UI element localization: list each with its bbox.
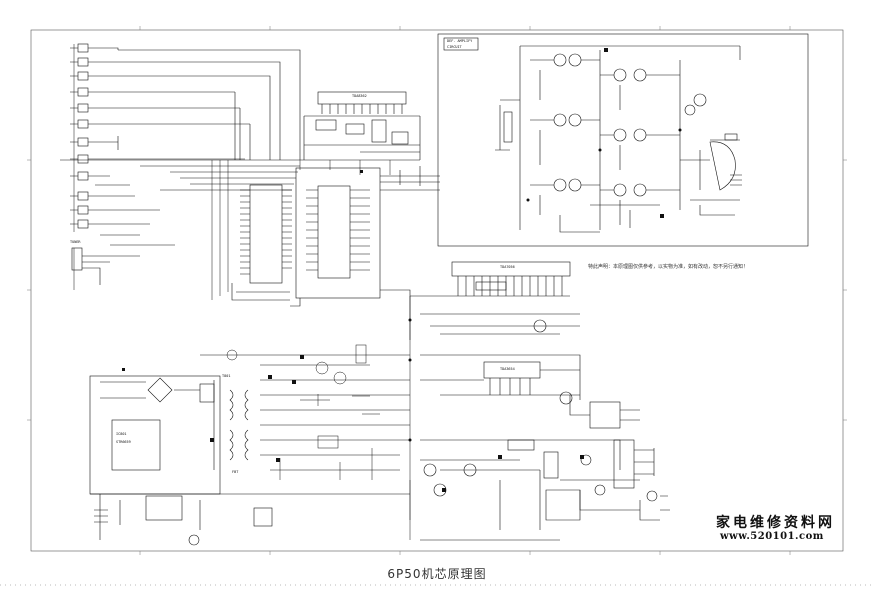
tuner-label: TUNER bbox=[70, 240, 81, 244]
jungle-ic bbox=[290, 166, 440, 307]
tuner-ic-strip bbox=[409, 261, 580, 340]
vertical-ic-label: TDA3654 bbox=[500, 367, 515, 371]
amplify-box-label-2: CIRCUIT bbox=[447, 45, 462, 49]
signal-bus bbox=[60, 159, 420, 300]
av-input-jacks bbox=[71, 43, 301, 285]
decoder-ic bbox=[231, 184, 292, 301]
amplify-box-label-1: DEF. AMPLIFY bbox=[447, 39, 473, 43]
audio-section bbox=[420, 439, 670, 530]
flyback-label: FBT bbox=[232, 470, 239, 474]
power-supply bbox=[89, 375, 410, 546]
diagram-caption: 6P50机芯原理图 bbox=[387, 567, 487, 581]
power-ic-label: STR6659 bbox=[116, 440, 131, 444]
vertical-ic bbox=[420, 354, 640, 429]
main-ic-top bbox=[303, 91, 421, 160]
power-ic-ref: IC801 bbox=[116, 432, 127, 436]
watermark-site-name: 家电维修资料网 bbox=[716, 515, 835, 531]
frame-ticks bbox=[0, 26, 874, 586]
def-amplify-circuit bbox=[437, 33, 809, 247]
transformer-label: T801 bbox=[222, 374, 231, 378]
drawing-frame bbox=[30, 29, 844, 552]
audio-ic-label: TDA7056 bbox=[500, 265, 515, 269]
jack-wiring bbox=[70, 44, 78, 290]
watermark-url: www.520101.com bbox=[720, 531, 824, 542]
small-components bbox=[122, 48, 682, 492]
secondary-rails bbox=[200, 296, 560, 541]
disclaimer-note: 特此声明：本原理图仅供参考，以实物为准，如有改动，恕不另行通知！ bbox=[588, 264, 749, 270]
main-ic-label: TDA8362 bbox=[352, 94, 367, 98]
